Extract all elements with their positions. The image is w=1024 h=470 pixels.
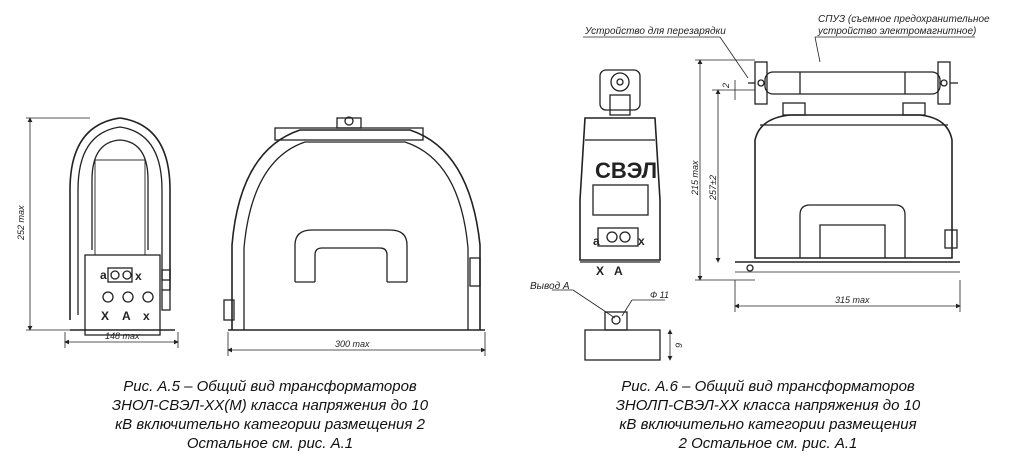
figure-a5: 252 max a x X A x (16, 116, 486, 356)
dim-width-315-label: 315 max (835, 295, 870, 305)
dim-width-315 (734, 280, 961, 312)
dim-width-300 (227, 332, 486, 356)
dim-h215-label: 215 max (690, 160, 700, 196)
caption-a5-line3: кВ включительно категории размещения 2 (115, 416, 425, 433)
caption-figure-a5: Рис. А.5 – Общий вид трансформаторов ЗНО… (50, 377, 490, 453)
dim-vertical-a6 (695, 59, 755, 281)
dim-d11-label: Ф 11 (650, 290, 669, 300)
terminal-xA-left: x (143, 309, 150, 323)
label-spuz-line1: СПУЗ (съемное предохранительное (818, 14, 990, 25)
dim-width-148 (64, 332, 179, 348)
front-view-a6 (579, 69, 661, 263)
side-view-a6 (735, 61, 960, 273)
caption-a5-line1: Рис. А.5 – Общий вид трансформаторов (123, 378, 417, 395)
terminal-X-right: X (596, 264, 604, 278)
label-spuz-line2: устройство электромагнитное) (817, 26, 976, 37)
terminal-a-right: a (593, 234, 600, 248)
side-view-a5 (223, 116, 485, 331)
caption-figure-a6: Рис. А.6 – Общий вид трансформаторов ЗНО… (548, 377, 988, 453)
caption-a6-line4: 2 Остальное см. рис. А.1 (678, 435, 858, 452)
caption-a6-line2: ЗНОЛП-СВЭЛ-ХХ класса напряжения до 10 (615, 397, 921, 414)
terminal-A-left: A (122, 309, 131, 323)
label-recharge-device: Устройство для перезарядки (584, 26, 726, 37)
dim-height-252-label: 252 max (16, 205, 26, 241)
terminal-a-left: a (100, 268, 107, 282)
dim-h9-label: 9 (674, 343, 684, 348)
dim-h257-label: 257±2 (708, 175, 718, 201)
caption-a6-line3: кВ включительно категории размещения (619, 416, 917, 433)
dim-width-148-label: 148 max (105, 331, 140, 341)
figure-a6: СВЭЛ a x X A Вывод А Ф 11 9 (530, 36, 975, 361)
dim-small2-label: 2 (721, 83, 731, 89)
brand-logo-svel: СВЭЛ (595, 158, 657, 183)
caption-a5-line4: Остальное см. рис. А.1 (186, 435, 354, 452)
caption-a5-line2: ЗНОЛ-СВЭЛ-ХХ(М) класса напряжения до 10 (111, 397, 429, 414)
terminal-x-right: x (638, 234, 645, 248)
dim-width-300-label: 300 max (335, 339, 370, 349)
dim-height-252 (26, 117, 90, 331)
terminal-X-left: X (101, 309, 109, 323)
terminal-x-left: x (135, 269, 142, 283)
terminal-A-right: A (614, 264, 623, 278)
front-view-a5 (69, 117, 175, 336)
output-a-detail (552, 289, 673, 361)
label-output-a: Вывод А (530, 281, 570, 292)
caption-a6-line1: Рис. А.6 – Общий вид трансформаторов (621, 378, 915, 395)
